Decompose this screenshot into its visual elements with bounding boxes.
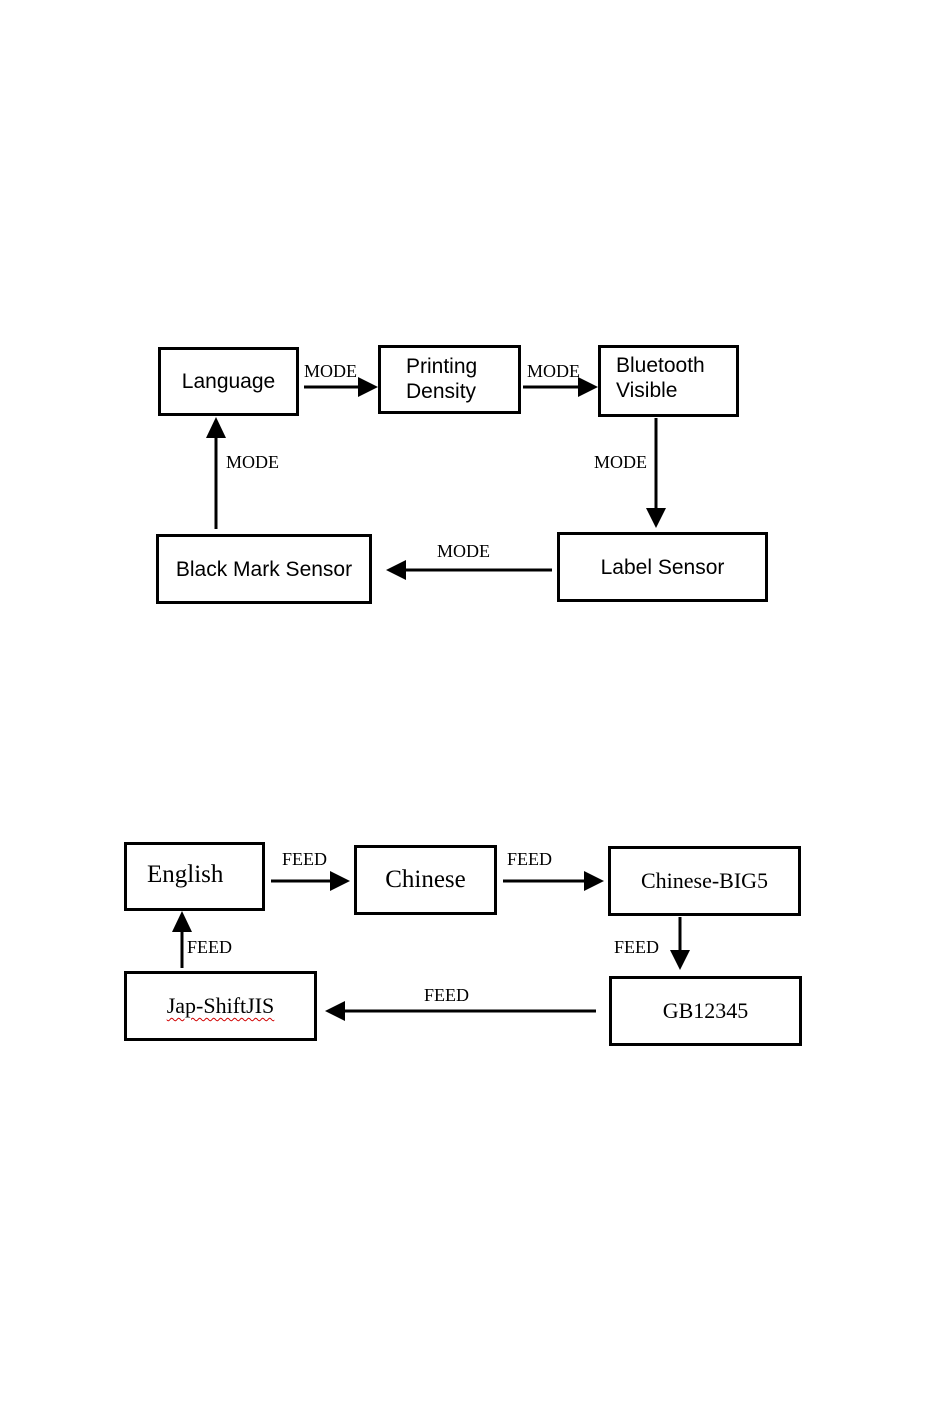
arrowhead-big5-to-gb12345 — [670, 950, 690, 970]
feed-arrows — [172, 871, 690, 1021]
arrowhead-bluetooth-to-label — [646, 508, 666, 528]
arrowhead-english-to-chinese — [330, 871, 350, 891]
mode-arrows — [206, 377, 666, 580]
arrowhead-jap-to-english — [172, 911, 192, 932]
arrowhead-blackmark-to-language — [206, 417, 226, 438]
arrowhead-chinese-to-big5 — [584, 871, 604, 891]
arrowhead-language-to-density — [358, 377, 378, 397]
arrowhead-gb12345-to-jap — [325, 1001, 345, 1021]
arrowhead-density-to-bluetooth — [578, 377, 598, 397]
arrowhead-label-to-blackmark — [386, 560, 406, 580]
